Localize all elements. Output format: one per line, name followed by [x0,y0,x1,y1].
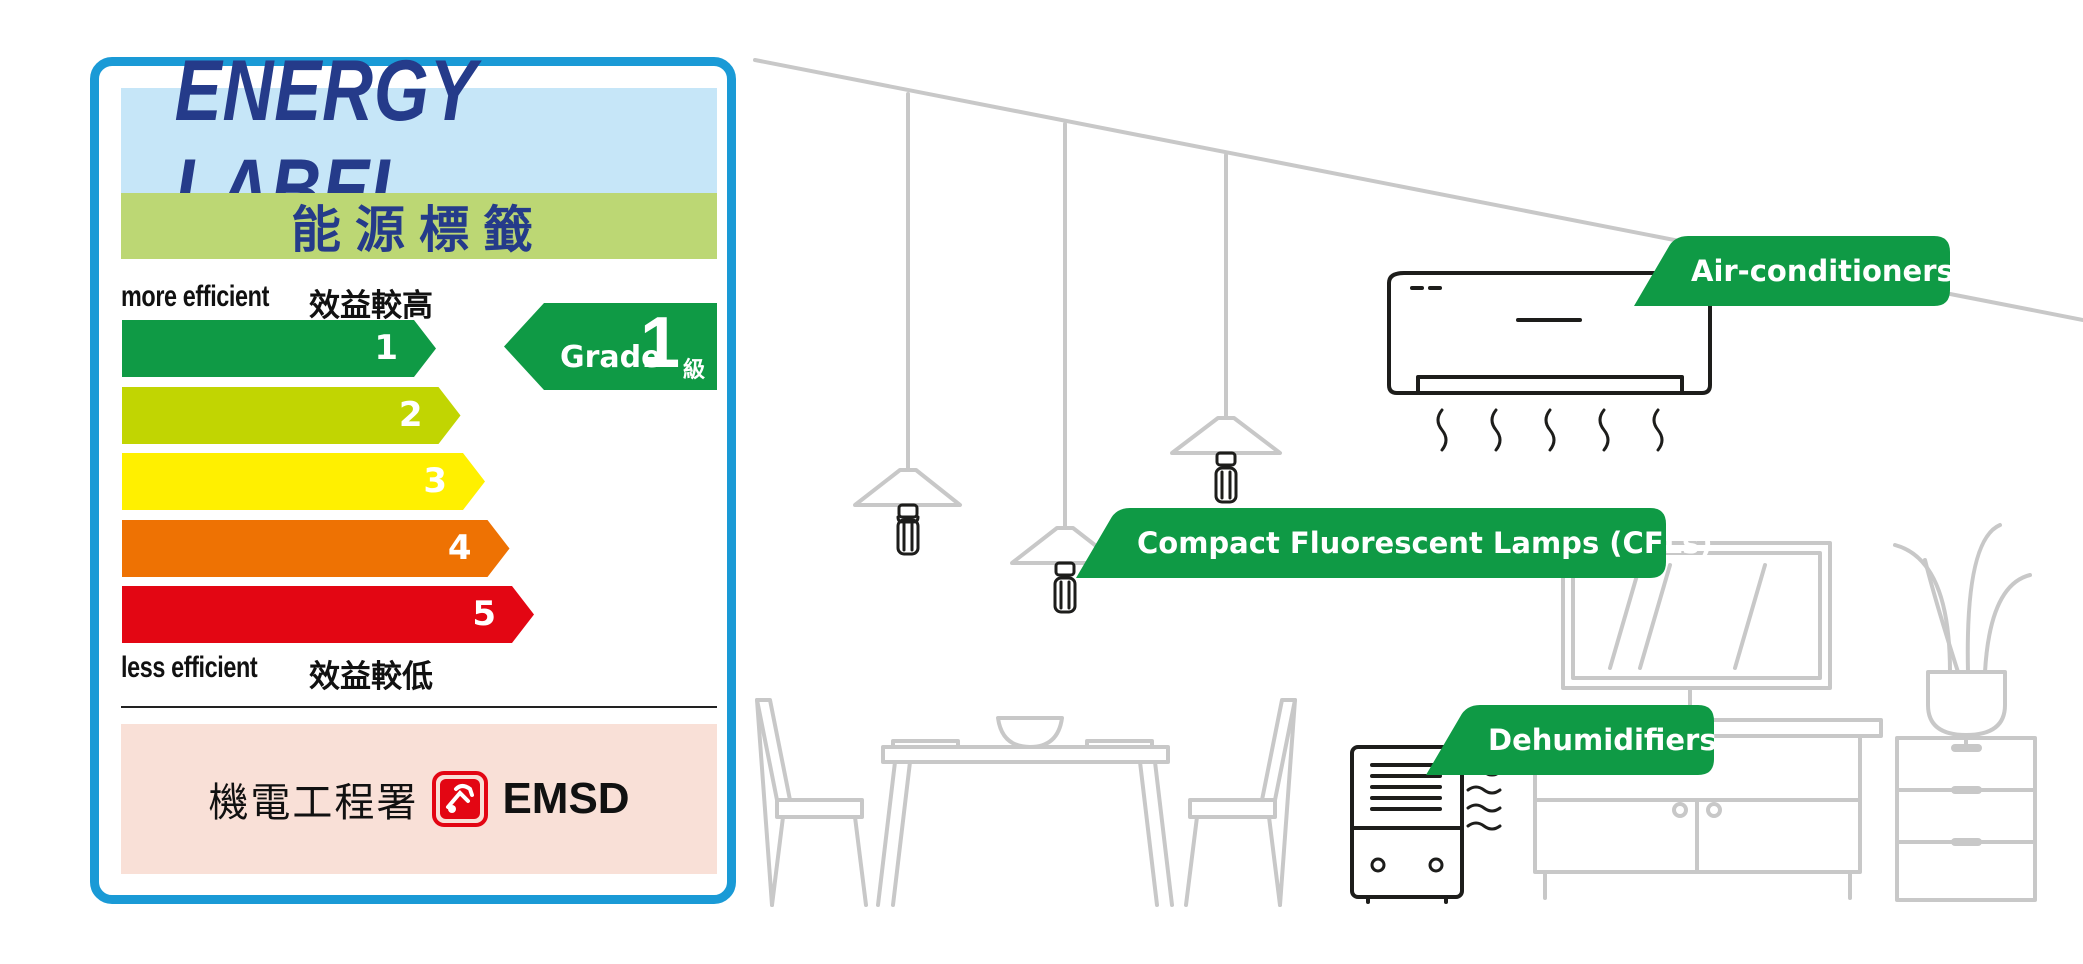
tag-cfls [1076,508,1666,578]
grade-number-1: 1 [374,328,398,368]
dining-table-icon [876,716,1174,907]
cfl-bulb-icon-middle [1053,561,1077,614]
pendant-lamp-right [1170,153,1282,455]
grade-arrow-4: 4 [122,519,510,577]
grade-arrow-2: 2 [122,386,461,444]
grade-arrow-1: 1 [122,320,436,377]
grade-arrow-5: 5 [122,586,534,643]
emsd-logo-icon [432,771,489,827]
grade-number-5: 5 [472,594,496,634]
pendant-lamp-left [853,92,962,507]
cfl-bulb-icon-left [896,503,920,556]
label-divider [121,706,717,708]
chair-left-icon [755,698,868,907]
tag-dehumidifiers-label: Dehumidifiers [1488,723,1717,757]
emsd-name-zh: 機電工程署 [208,780,419,826]
emsd-name-en: EMSD [502,774,630,823]
grade-number-2: 2 [398,394,423,435]
tag-dehumidifiers [1426,705,1714,775]
grade-number-3: 3 [423,461,447,501]
label-title-en: ENERGY LABEL [121,43,717,238]
grade-indicator-word: Grade [560,340,662,375]
tag-cfls-label: Compact Fluorescent Lamps (CFLs) [1137,526,1713,560]
plant-icon [1893,523,2032,750]
grade-indicator-zh: 級 [683,358,706,383]
label-title-zh: 能源標籤 [121,193,717,259]
tag-air-conditioners-label: Air-conditioners [1691,254,1954,288]
cfl-bulb-icon-right [1214,451,1238,504]
pendant-lamp-middle [1010,122,1120,565]
emsd-footer: 機電工程署 EMSD [121,724,717,874]
tag-air-conditioners [1634,236,1950,306]
grade-indicator-number: 1 [640,303,681,383]
chair-right-icon [1184,698,1297,907]
grade-number-4: 4 [447,527,472,568]
grade-arrow-3: 3 [122,453,485,510]
drawer-cabinet-icon [1895,736,2037,902]
grade-indicator-arrow [504,303,717,390]
